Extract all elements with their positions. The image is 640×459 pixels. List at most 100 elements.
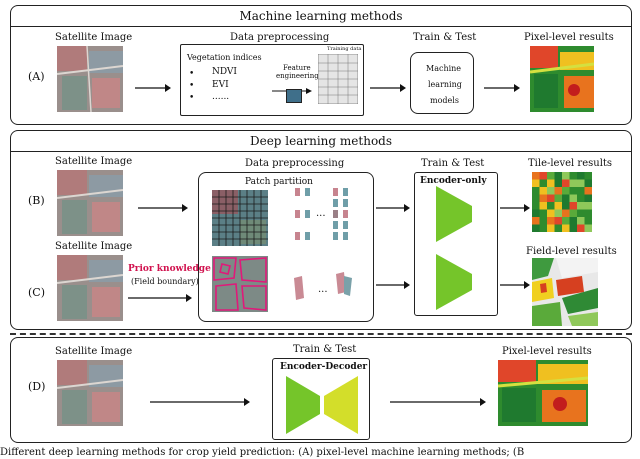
tile-cell [547, 187, 555, 195]
tile-cell [569, 202, 577, 210]
tile-cell [577, 194, 585, 202]
tile-cell [577, 217, 585, 225]
encoder-decoder-box [272, 358, 370, 440]
tile-cell [532, 217, 540, 225]
tile-cell [547, 172, 555, 180]
arrow-b2 [376, 198, 410, 217]
model-text-2: learning [428, 80, 462, 89]
tile-cell [539, 172, 547, 180]
ed-train-test-label: Train & Test [293, 344, 357, 355]
ed-results-label: Pixel-level results [502, 346, 592, 357]
tile-cell [569, 172, 577, 180]
encoder-decoder-label: Encoder-Decoder [280, 362, 368, 372]
arrow-b1 [138, 198, 188, 217]
training-data-table [317, 53, 359, 108]
tile-cell [584, 194, 592, 202]
tile-cell [539, 187, 547, 195]
tile-cell [577, 187, 585, 195]
tile-cell [532, 179, 540, 187]
tile-cell [562, 209, 570, 217]
dl-train-test-label: Train & Test [421, 158, 485, 169]
tile-cell [554, 172, 562, 180]
arrow-d1 [150, 392, 250, 411]
ml-section: Machine learning methods [10, 5, 632, 125]
dl-preproc-label: Data preprocessing [245, 158, 345, 169]
ml-preproc-label: Data preprocessing [230, 32, 330, 43]
tile-cell [547, 217, 555, 225]
tile-cell [539, 179, 547, 187]
tile-cell [569, 187, 577, 195]
tile-cell [539, 217, 547, 225]
tile-cell [584, 224, 592, 232]
tile-cell [532, 172, 540, 180]
tile-cell [554, 187, 562, 195]
row-label-b: (B) [28, 194, 45, 207]
tile-cell [562, 217, 570, 225]
pixel-results-d [498, 360, 588, 426]
tile-cell [539, 224, 547, 232]
tile-results-label: Tile-level results [528, 158, 613, 169]
field-parcels [290, 270, 354, 310]
tile-cell [532, 187, 540, 195]
tile-cell [569, 179, 577, 187]
satellite-image-b [57, 170, 123, 236]
arrow-b3 [500, 198, 530, 217]
dl-satellite-label-c: Satellite Image [55, 241, 133, 252]
tile-cell [532, 202, 540, 210]
encoder-only-label: Encoder-only [420, 176, 487, 186]
dl-title: Deep learning methods [11, 131, 631, 152]
dl-satellite-label-b: Satellite Image [55, 156, 133, 167]
tile-cell [532, 209, 540, 217]
tile-cell [577, 224, 585, 232]
tile-results-image [532, 172, 592, 232]
dl-section: Deep learning methods [10, 130, 632, 330]
ed-satellite-label: Satellite Image [55, 346, 133, 357]
tile-cell [547, 194, 555, 202]
parcel-ellipsis: ... [318, 284, 328, 295]
tile-cell [569, 217, 577, 225]
ml-model-box [410, 52, 474, 114]
tile-cell [562, 202, 570, 210]
ml-title: Machine learning methods [11, 6, 631, 27]
tile-cell [532, 224, 540, 232]
model-text-3: models [430, 96, 459, 105]
veg-title: Vegetation indices [187, 53, 262, 62]
veg-item-evi: EVI [212, 80, 229, 90]
satellite-image-a [57, 46, 123, 112]
patch-grid-image [212, 190, 268, 250]
feature-label-2: engineering [276, 72, 319, 80]
figure-caption: Different deep learning methods for crop… [0, 447, 525, 458]
tile-cell [584, 202, 592, 210]
tile-cell [562, 194, 570, 202]
tile-cell [547, 179, 555, 187]
tile-cell [539, 209, 547, 217]
ml-train-test-label: Train & Test [413, 32, 477, 43]
tile-cell [569, 209, 577, 217]
tile-cell [577, 209, 585, 217]
encoder-trapezoid-c [436, 254, 476, 314]
encoder-only-box [414, 172, 498, 316]
tile-cell [584, 217, 592, 225]
field-boundary-image [212, 256, 268, 316]
arrow-d2 [390, 392, 486, 411]
encoder-decoder-shape [286, 376, 358, 438]
tile-cell [562, 172, 570, 180]
ml-results-label: Pixel-level results [524, 32, 614, 43]
bullet-dots: ••• [189, 69, 195, 103]
tile-cell [554, 202, 562, 210]
field-results-image [532, 258, 598, 326]
patch-partition-label: Patch partition [245, 177, 313, 187]
tile-cell [554, 209, 562, 217]
arrow-c1 [128, 288, 192, 307]
arrow-c2 [376, 275, 410, 294]
arrow-c3 [500, 275, 530, 294]
training-data-label: Training data [327, 46, 362, 52]
model-text-1: Machine [426, 64, 462, 73]
satellite-image-d [57, 360, 123, 426]
tile-cell [539, 194, 547, 202]
pixel-results-a [530, 46, 594, 112]
tile-cell [569, 194, 577, 202]
arrow-a3 [484, 78, 520, 97]
tile-cell [562, 187, 570, 195]
encoder-trapezoid-b [436, 186, 476, 246]
